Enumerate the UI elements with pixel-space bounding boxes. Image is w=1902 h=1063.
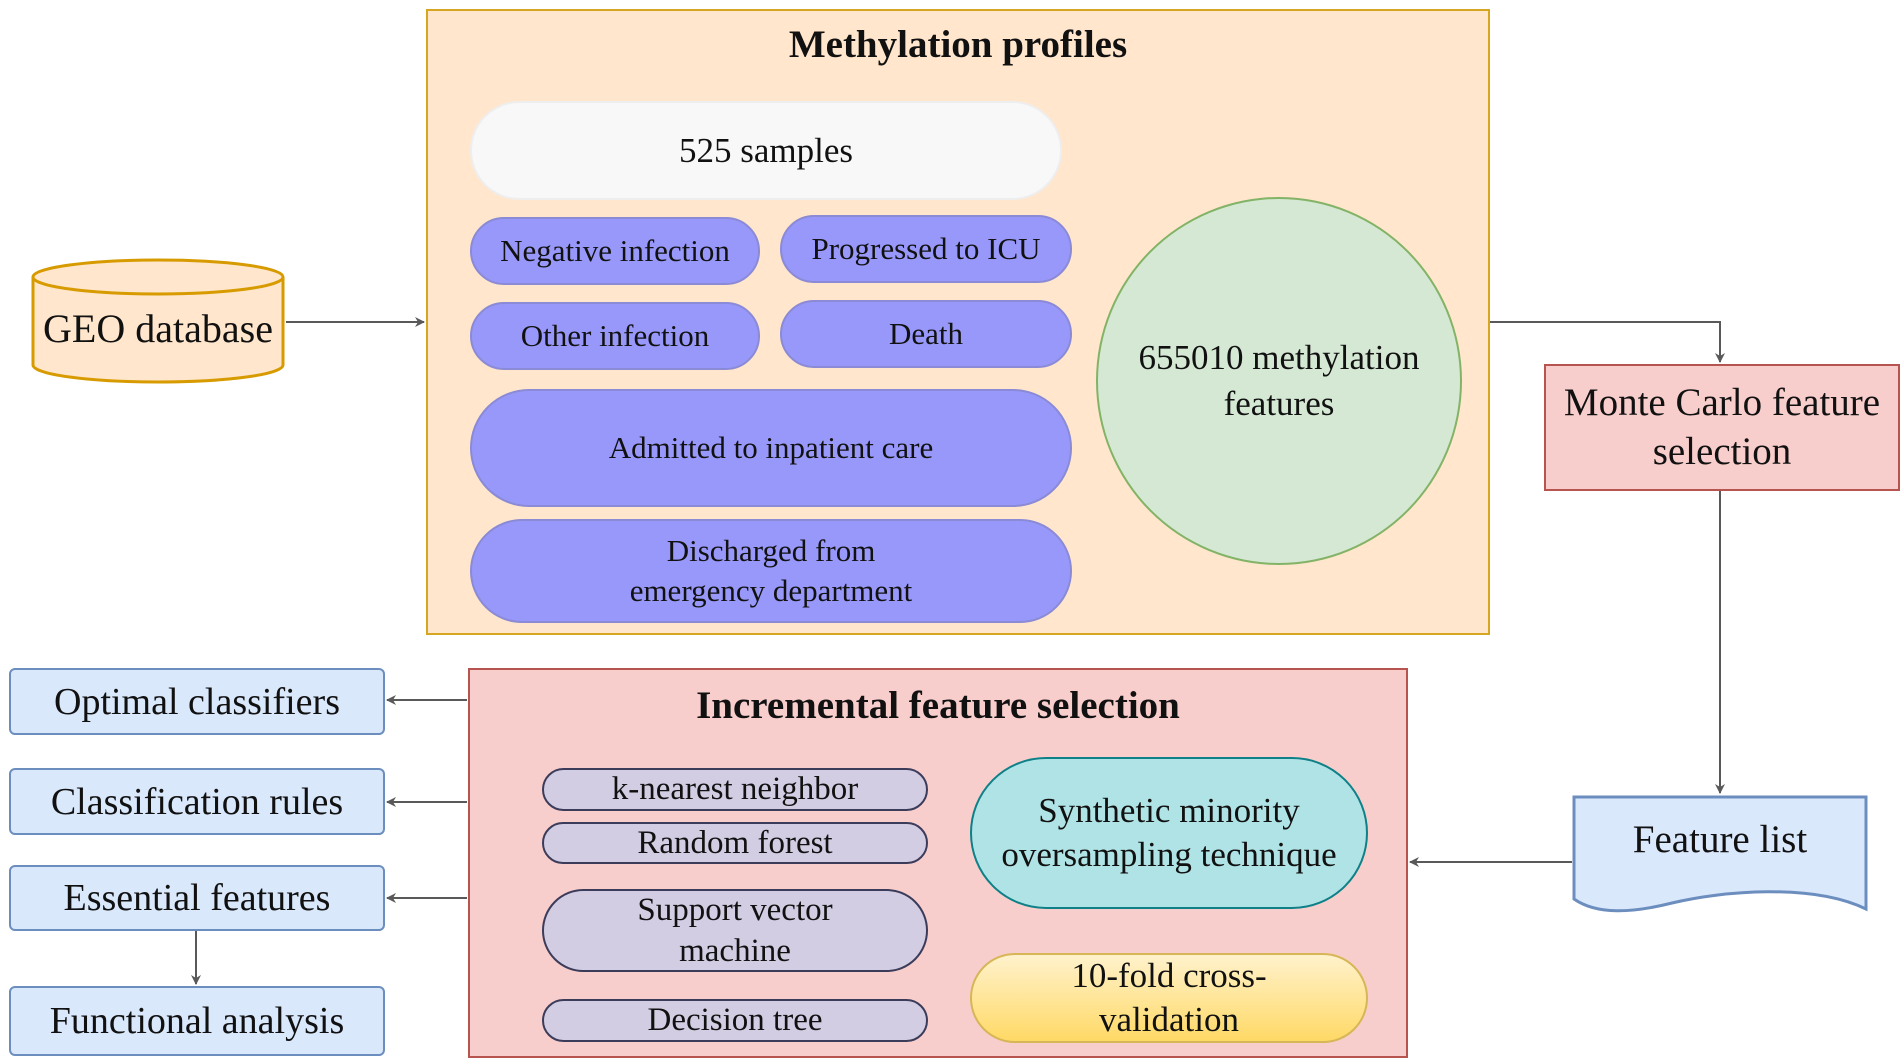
classifier-support-vector-machine: Support vector machine (542, 889, 928, 972)
category-admitted-to-inpatient-care: Admitted to inpatient care (470, 389, 1072, 507)
incremental-feature-selection-title: Incremental feature selection (696, 684, 1180, 727)
smote-node: Synthetic minority oversampling techniqu… (970, 757, 1368, 909)
samples-pill: 525 samples (470, 101, 1062, 200)
output-classification-rules: Classification rules (9, 768, 385, 835)
geo-database-label: GEO database (43, 306, 273, 351)
feature-list-label: Feature list (1632, 817, 1808, 861)
category-other-infection: Other infection (470, 302, 760, 370)
category-negative-infection: Negative infection (470, 217, 760, 285)
output-optimal-classifiers: Optimal classifiers (9, 668, 385, 735)
geo-database-node: GEO database (30, 257, 286, 385)
classifier-k-nearest-neighbor: k-nearest neighbor (542, 768, 928, 811)
methylation-features-circle: 655010 methylation features (1096, 197, 1462, 565)
classifier-decision-tree: Decision tree (542, 999, 928, 1042)
category-progressed-to-icu: Progressed to ICU (780, 215, 1072, 283)
output-essential-features: Essential features (9, 865, 385, 931)
document-shape-icon (1572, 795, 1868, 913)
methylation-profiles-title: Methylation profiles (788, 23, 1128, 66)
output-functional-analysis: Functional analysis (9, 986, 385, 1056)
category-death: Death (780, 300, 1072, 368)
database-cylinder-icon (31, 258, 285, 384)
feature-list-node: Feature list (1572, 795, 1868, 919)
arrow-profiles-to-monte-carlo (1490, 321, 1725, 363)
cross-validation-node: 10-fold cross-validation (970, 953, 1368, 1043)
category-discharged-from-emergency-department: Discharged from emergency department (470, 519, 1072, 623)
classifier-random-forest: Random forest (542, 822, 928, 864)
monte-carlo-feature-selection-box: Monte Carlo feature selection (1544, 364, 1900, 491)
